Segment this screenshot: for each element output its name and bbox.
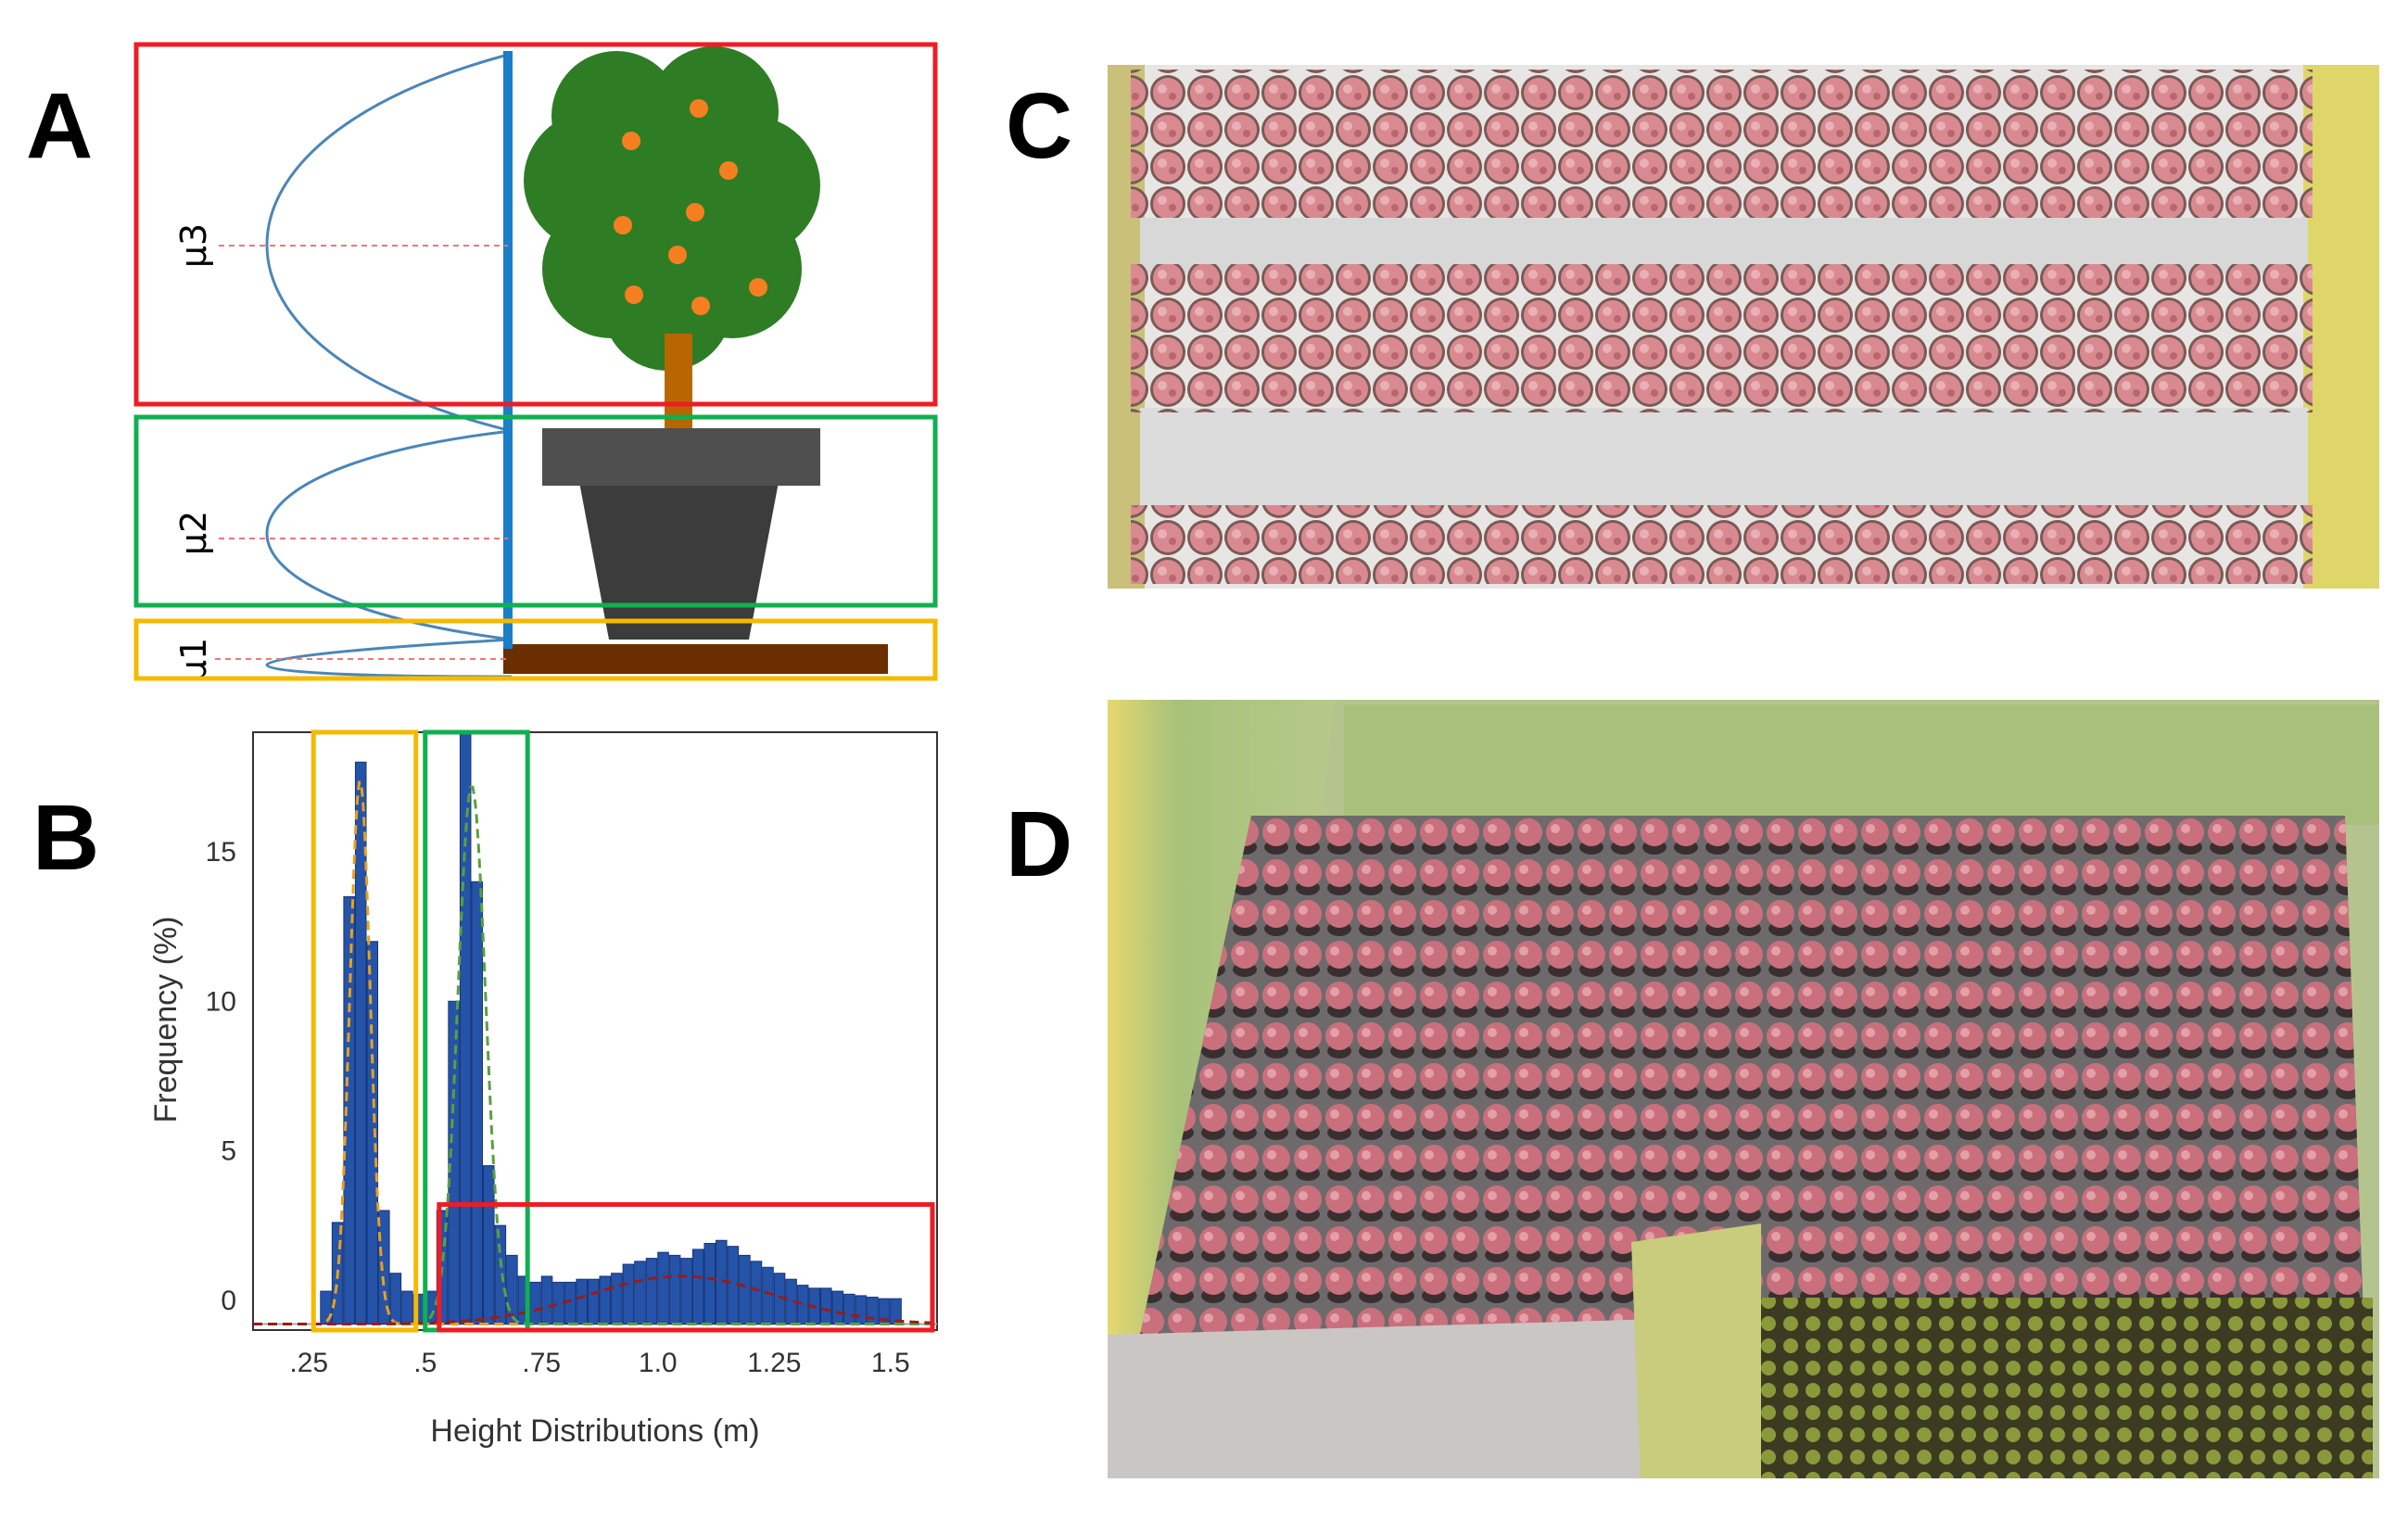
x-tick-label: .25 [289,1348,328,1378]
histogram-chart: 0 5 10 15 .25 .5 .75 1.0 1.25 1.5 [206,729,937,1378]
aerial-photo-nadir [1108,65,2379,589]
histogram-bar [691,1248,704,1325]
x-tick-label: 1.0 [639,1348,678,1378]
histogram-bar [320,1290,332,1325]
highlight-box-yellow [311,729,419,1333]
panel-c: C [1006,65,2379,589]
histogram-bar [471,881,484,1325]
histogram-bar [576,1278,588,1325]
panel-b: B 0 5 10 15 .25 .5 .75 1.0 1.25 1.5 Height Distri… [32,729,938,1449]
histogram-bar [389,1273,402,1325]
histogram-bar [622,1263,635,1325]
soil-base [503,644,888,674]
highlight-box-red [437,1202,935,1333]
histogram-bar [796,1285,809,1325]
histogram-bar [645,1258,658,1325]
y-tick-label: 5 [221,1136,236,1167]
histogram-bar [483,1165,495,1325]
histogram-bar [587,1278,600,1325]
histogram-bar [552,1281,564,1325]
panel-d: D [1006,700,2379,1478]
x-tick-label: .5 [413,1348,437,1378]
histogram-bar [867,1297,879,1325]
histogram-bar [354,761,367,1325]
histogram-bar [448,1000,460,1325]
histogram-bar [843,1293,855,1325]
tree-fruits [614,99,767,315]
fitted-curve-green [253,785,936,1325]
histogram-bar [657,1251,669,1325]
panel-a: A [26,42,938,682]
ground-box [133,618,938,681]
histogram-bar [401,1290,413,1325]
panel-b-letter: B [32,786,99,890]
histogram-bar [599,1275,612,1325]
histogram-bar [378,1210,390,1325]
height-distribution-curve [265,52,513,678]
histogram-bar [680,1258,692,1325]
histogram-bar [855,1295,868,1325]
pot-body [579,482,779,640]
panel-d-letter: D [1006,792,1072,896]
panel-c-letter: C [1006,74,1072,178]
y-axis-title: Frequency (%) [148,917,184,1123]
fitted-curve-darkred [253,1274,936,1325]
y-tick-label: 15 [206,837,236,868]
histogram-bar [494,1224,507,1325]
mu2-label: μ2 [173,511,214,555]
histogram-bar [668,1254,681,1325]
crown-box [133,42,938,407]
x-tick-label: 1.25 [747,1348,801,1378]
panel-a-letter: A [26,74,93,178]
y-tick-label: 10 [206,986,236,1017]
histogram-bar [739,1254,751,1325]
mu1-label: μ1 [173,638,214,682]
histogram-bar [703,1242,716,1325]
histogram-bar [831,1290,844,1325]
histogram-bar [750,1261,763,1325]
histogram-bar [564,1281,577,1325]
pot-box [133,414,938,608]
histogram-bar [819,1287,832,1325]
x-tick-label: 1.5 [871,1348,910,1378]
mu3-label: μ3 [173,223,214,268]
y-tick-label: 0 [221,1286,236,1316]
tree-canopy [524,46,820,371]
histogram-bar [459,731,472,1325]
histogram-bar [529,1281,541,1325]
x-axis-title: Height Distributions (m) [430,1413,759,1449]
histogram-bar [634,1261,646,1325]
pot-rim [542,428,820,486]
histogram-bar [540,1275,553,1325]
x-tick-label: .75 [522,1348,561,1378]
histogram-bar [611,1273,623,1325]
aerial-photo-oblique [1108,700,2379,1478]
